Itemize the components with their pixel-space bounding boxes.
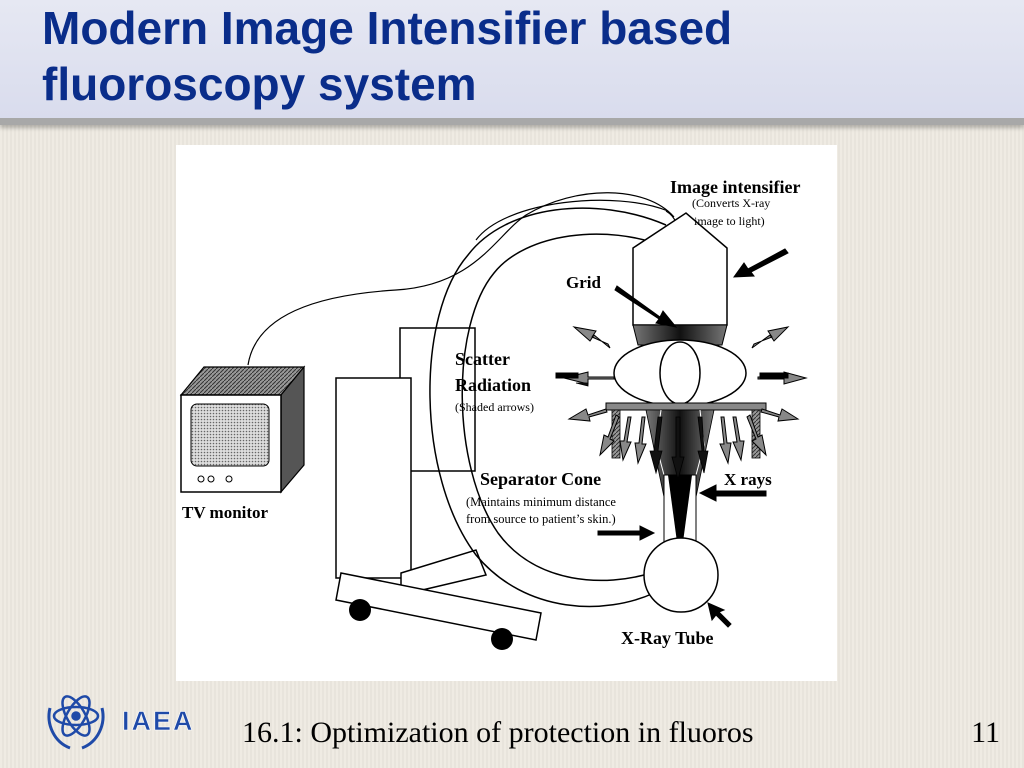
label-scatter-note: (Shaded arrows) — [455, 400, 534, 414]
patient-table — [605, 402, 767, 411]
patient — [613, 339, 747, 407]
primary-beam-arrows — [575, 382, 709, 481]
pointer-arrows — [555, 248, 789, 628]
fluoroscopy-diagram: Image intensifier (Converts X-ray image … — [176, 145, 837, 681]
label-grid: Grid — [566, 273, 601, 292]
grid-plate — [632, 324, 728, 346]
cart-stand — [335, 327, 542, 650]
iaea-wordmark: IAEA — [122, 706, 195, 736]
label-x-rays: X rays — [724, 470, 772, 489]
label-xray-tube: X-Ray Tube — [621, 628, 714, 648]
label-image-intensifier: Image intensifier — [670, 177, 800, 197]
cart-wheel-right — [491, 628, 513, 650]
label-separator-note2: from source to patient’s skin.) — [466, 512, 616, 526]
title-band: Modern Image Intensifier based fluorosco… — [0, 0, 1024, 125]
label-tv-monitor: TV monitor — [182, 503, 269, 522]
tv-monitor — [179, 365, 306, 494]
scatter-arrows — [563, 326, 808, 465]
tv-screen — [190, 403, 270, 467]
c-arm — [429, 207, 667, 608]
slide-title: Modern Image Intensifier based fluorosco… — [42, 0, 732, 112]
slide-title-line2: fluoroscopy system — [42, 58, 477, 110]
page-number: 11 — [971, 716, 1000, 749]
label-separator-note1: (Maintains minimum distance — [466, 495, 616, 509]
image-intensifier — [632, 212, 728, 346]
footer-text: 16.1: Optimization of protection in fluo… — [242, 716, 754, 749]
label-separator-cone: Separator Cone — [480, 469, 601, 489]
label-radiation: Radiation — [455, 375, 531, 395]
xray-tube — [643, 537, 719, 613]
cart-wheel-left — [349, 599, 371, 621]
label-image-intensifier-note2: image to light) — [694, 214, 765, 228]
iaea-logo: IAEA — [40, 688, 220, 752]
iaea-emblem-icon — [47, 695, 105, 750]
slide-title-line1: Modern Image Intensifier based — [42, 2, 733, 54]
label-image-intensifier-note1: (Converts X-ray — [692, 196, 770, 210]
label-scatter: Scatter — [455, 349, 510, 369]
